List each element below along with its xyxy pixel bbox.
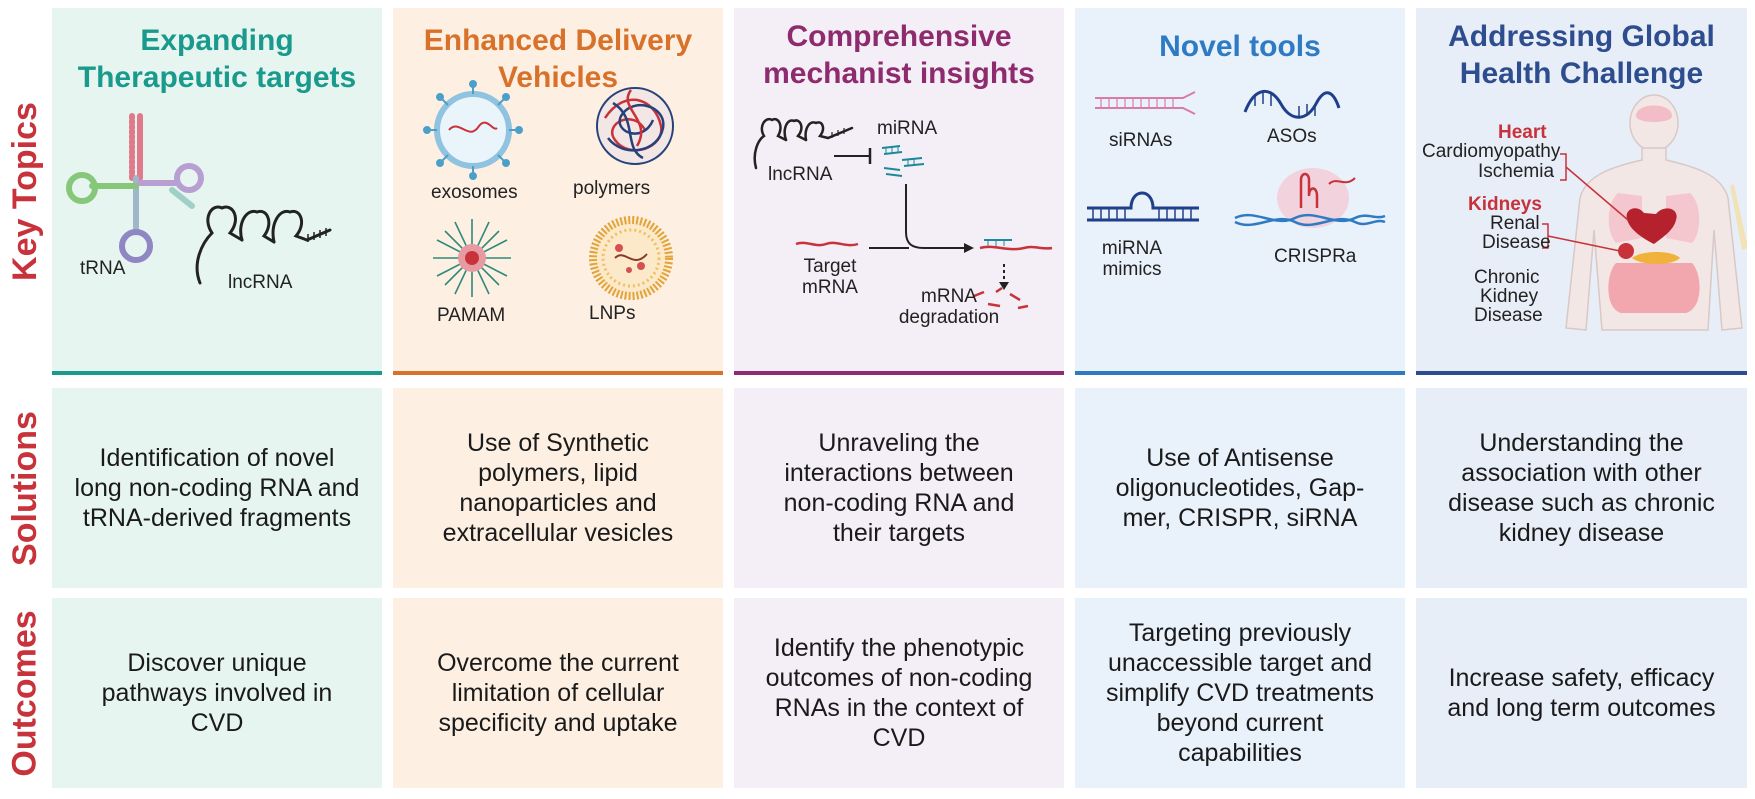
lncrna-label: lncRNA xyxy=(768,164,833,185)
trna-lncrna-icon xyxy=(66,113,332,285)
lnps-label: LNPs xyxy=(589,303,636,324)
pamam-label: PAMAM xyxy=(437,305,506,326)
key-topic-panel-therapeutic-targets: Expanding Therapeutic targets tRNA lnc xyxy=(52,8,382,375)
outcome-mechanist-insights: Identify the phenotypic outcomes of non-… xyxy=(734,598,1064,788)
panel-title: Comprehensive mechanist insights xyxy=(763,20,1035,90)
solution-global-health: Understanding the association with other… xyxy=(1416,388,1747,588)
kidney-label: Kidney xyxy=(1480,286,1539,307)
cardiomyopathy-label: Cardiomyopathy xyxy=(1422,141,1561,162)
kidneys-label: Kidneys xyxy=(1468,194,1542,215)
crispra-label: CRISPRa xyxy=(1274,246,1357,267)
divider xyxy=(52,371,382,375)
trna-label: tRNA xyxy=(80,258,126,279)
outcome-novel-tools: Targeting previously unaccessible target… xyxy=(1075,598,1405,788)
mechanism-pathway-icon xyxy=(753,117,1053,310)
panel-title: Expanding Therapeutic targets xyxy=(77,24,357,94)
ckd-disease-label: Disease xyxy=(1474,305,1543,326)
delivery-vehicles-icon xyxy=(423,80,674,300)
outcome-global-health: Increase safety, efficacy and long term … xyxy=(1416,598,1747,788)
solution-delivery-vehicles: Use of Synthetic polymers, lipid nanopar… xyxy=(393,388,723,588)
ischemia-label: Ischemia xyxy=(1478,161,1555,182)
lncrna-label: lncRNA xyxy=(228,272,293,293)
divider xyxy=(393,371,723,375)
polymers-label: polymers xyxy=(573,178,651,199)
key-topic-panel-delivery-vehicles: Enhanced Delivery Vehicles xyxy=(393,8,723,375)
asos-label: ASOs xyxy=(1267,126,1317,147)
outcome-therapeutic-targets: Discover unique pathways involved in CVD xyxy=(52,598,382,788)
key-topic-panel-novel-tools: Novel tools siRNAs xyxy=(1075,8,1405,375)
key-topic-panel-global-health: Addressing Global Health Challenge Heart… xyxy=(1416,8,1747,375)
heart-label: Heart xyxy=(1498,122,1547,143)
human-body-icon xyxy=(1542,94,1747,331)
solution-therapeutic-targets: Identification of novel long non-coding … xyxy=(52,388,382,588)
panel-title: Enhanced Delivery Vehicles xyxy=(423,24,693,94)
key-topic-panel-mechanist-insights: Comprehensive mechanist insights xyxy=(734,8,1064,375)
divider xyxy=(1075,371,1405,375)
exosomes-label: exosomes xyxy=(431,182,518,203)
divider xyxy=(734,371,1064,375)
solution-novel-tools: Use of Antisense oligonucleotides, Gap-m… xyxy=(1075,388,1405,588)
row-label-key-topics: Key Topics xyxy=(5,102,44,281)
panel-title: Novel tools xyxy=(1159,30,1321,63)
renal-label: Renal xyxy=(1490,213,1540,234)
row-label-solutions: Solutions xyxy=(5,410,44,566)
divider xyxy=(1416,371,1747,375)
panel-title: Addressing Global Health Challenge xyxy=(1448,20,1715,90)
outcome-delivery-vehicles: Overcome the current limitation of cellu… xyxy=(393,598,723,788)
novel-tools-icon xyxy=(1087,89,1386,228)
row-label-outcomes: Outcomes xyxy=(5,609,44,777)
chronic-label: Chronic xyxy=(1474,267,1540,288)
solution-mechanist-insights: Unraveling the interactions between non-… xyxy=(734,388,1064,588)
renal-disease-label: Disease xyxy=(1482,232,1551,253)
mirna-label: miRNA xyxy=(877,118,938,139)
sirnas-label: siRNAs xyxy=(1109,130,1173,151)
